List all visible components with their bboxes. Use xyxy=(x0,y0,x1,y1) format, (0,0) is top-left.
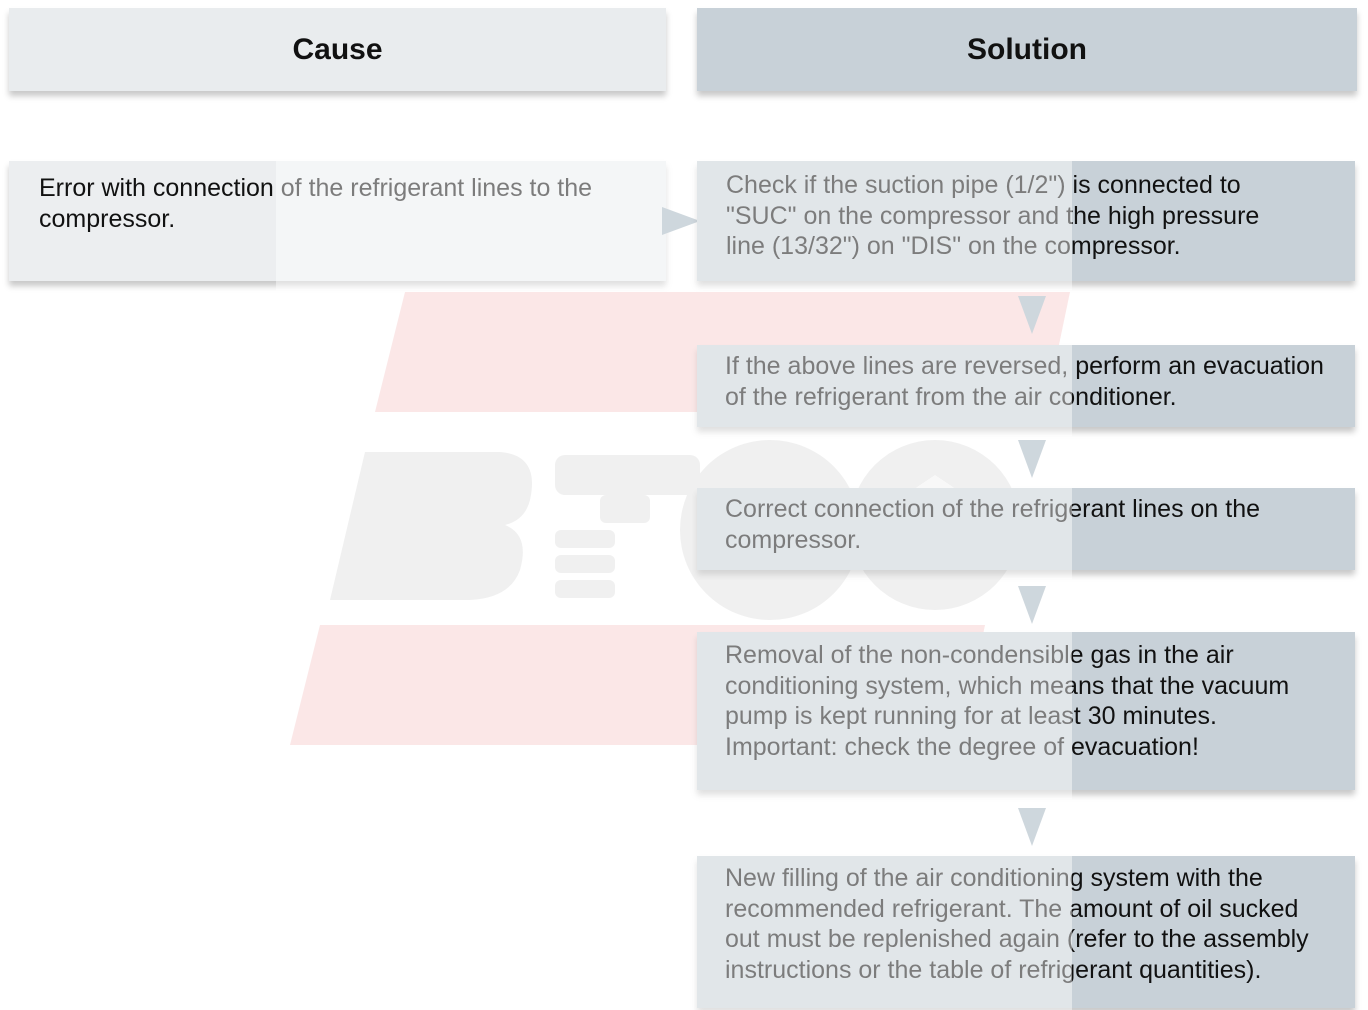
arrow-right-icon xyxy=(662,207,700,235)
solution-step-5-text: New filling of the air conditioning syst… xyxy=(725,864,1309,984)
cause-text: Error with connection of the refrigerant… xyxy=(39,174,593,233)
arrow-down-icon xyxy=(1018,586,1046,624)
cause-header: Cause xyxy=(9,8,666,91)
solution-step-3-text: Correct connection of the refrigerant li… xyxy=(725,495,1261,554)
solution-step-4: Removal of the non-condensible gas in th… xyxy=(697,632,1355,790)
solution-header: Solution xyxy=(697,8,1357,91)
solution-step-1: Check if the suction pipe (1/2") is conn… xyxy=(697,161,1355,281)
cause-header-label: Cause xyxy=(292,32,383,66)
solution-header-label: Solution xyxy=(967,32,1087,66)
solution-step-1-text: Check if the suction pipe (1/2") is conn… xyxy=(726,171,1260,260)
solution-step-3: Correct connection of the refrigerant li… xyxy=(697,488,1355,570)
solution-step-4-text: Removal of the non-condensible gas in th… xyxy=(725,641,1290,761)
arrow-down-icon xyxy=(1018,440,1046,478)
solution-step-2-text: If the above lines are reversed, perform… xyxy=(725,352,1324,411)
arrow-down-icon xyxy=(1018,296,1046,334)
watermark-letter-b xyxy=(330,452,532,600)
solution-step-2: If the above lines are reversed, perform… xyxy=(697,345,1355,427)
solution-step-5: New filling of the air conditioning syst… xyxy=(697,856,1355,1008)
cause-box: Error with connection of the refrigerant… xyxy=(9,161,666,281)
arrow-down-icon xyxy=(1018,808,1046,846)
